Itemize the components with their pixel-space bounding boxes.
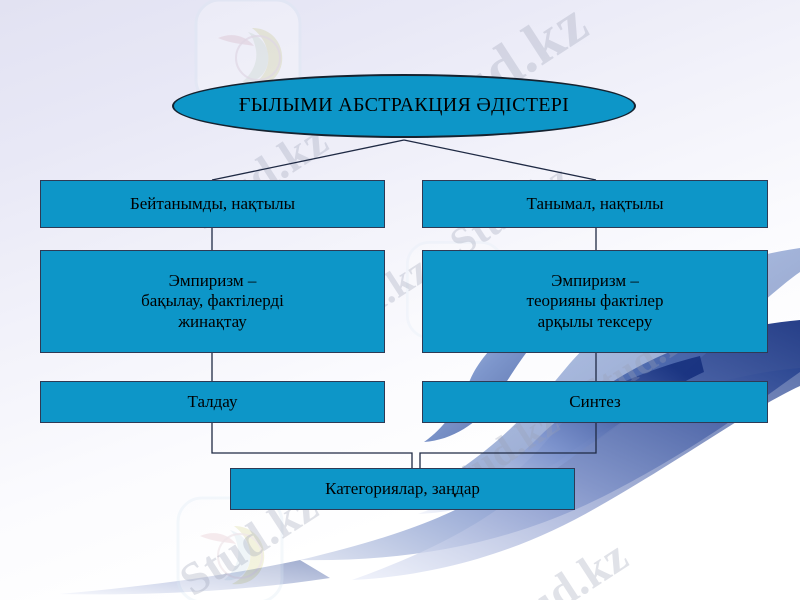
connector-synthesis-to-result (419, 423, 597, 468)
node-label: Талдау (187, 391, 238, 411)
node-categories-laws[interactable]: Категориялар, заңдар (230, 468, 575, 510)
node-label: Танымал, нақтылы (526, 193, 664, 213)
node-title-scientific-abstraction-methods[interactable]: ҒЫЛЫМИ АБСТРАКЦИЯ ӘДІСТЕРІ (172, 74, 636, 138)
node-label: Синтез (569, 391, 621, 411)
connector-title-to-right (403, 139, 597, 181)
node-unknown-concrete[interactable]: Бейтанымды, нақтылы (40, 180, 385, 228)
node-label: Бейтанымды, нақтылы (129, 193, 296, 213)
watermark-text: Stud.kz (480, 529, 637, 600)
node-synthesis[interactable]: Синтез (422, 381, 768, 423)
connector-title-to-left (211, 139, 405, 181)
node-analysis[interactable]: Талдау (40, 381, 385, 423)
connector-analysis-to-result (211, 423, 413, 468)
node-label: ҒЫЛЫМИ АБСТРАКЦИЯ ӘДІСТЕРІ (238, 94, 570, 117)
node-known-concrete[interactable]: Танымал, нақтылы (422, 180, 768, 228)
node-label: Категориялар, заңдар (325, 478, 480, 498)
